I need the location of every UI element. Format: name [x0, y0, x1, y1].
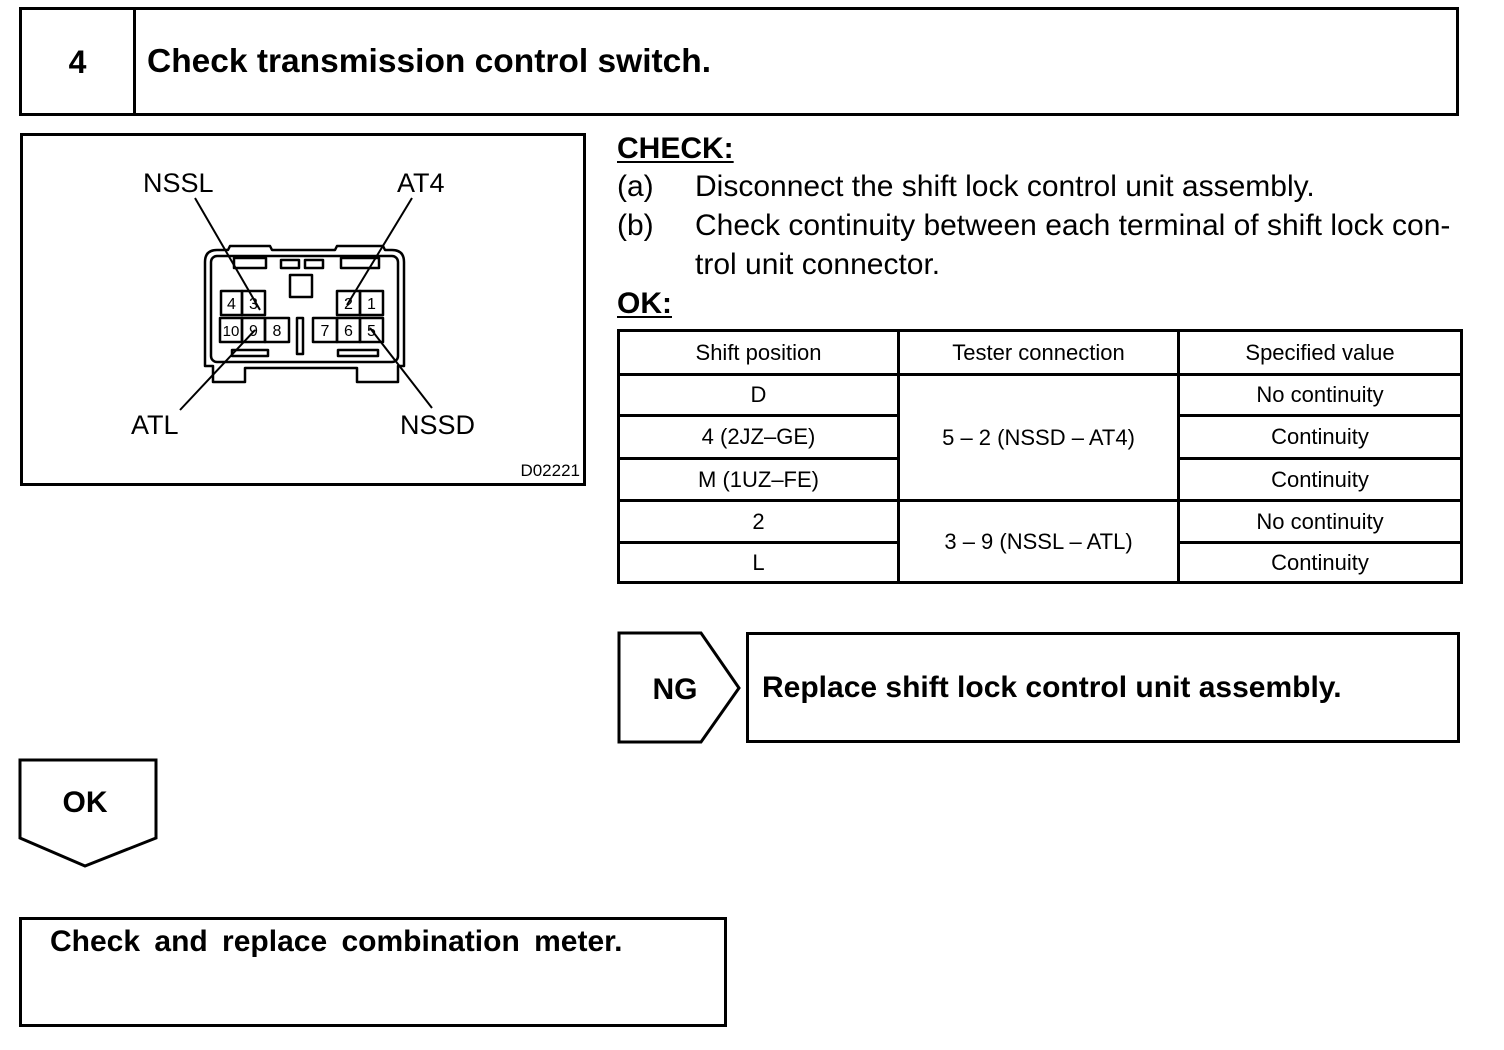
specified-value-cell: Continuity [1177, 541, 1463, 584]
step-marker-b: (b) [617, 209, 654, 242]
step-title-cell: Check transmission control switch. [136, 10, 1456, 113]
pin-number: 7 [321, 323, 330, 340]
ok-label: OK [63, 786, 108, 819]
ok-arrow-shape [18, 758, 158, 868]
table-row: 4 (2JZ–GE) Continuity [617, 414, 1463, 460]
pin-number: 1 [367, 296, 376, 313]
nssl-leader-line [194, 197, 261, 311]
atl-label: ATL [131, 410, 179, 440]
specified-value-cell: Continuity [1177, 457, 1463, 502]
shift-position-cell: 4 (2JZ–GE) [617, 414, 900, 460]
table-row: L Continuity [617, 541, 1463, 584]
step-text-b-line2: trol unit connector. [695, 248, 941, 281]
pin-number: 2 [344, 296, 353, 313]
pin-cell-5 [358, 316, 385, 344]
connector-diagram-box: 4 3 2 1 10 9 8 7 6 5 NSSL AT4 ATL NSSD D… [20, 133, 586, 486]
step-marker-a: (a) [617, 170, 654, 203]
ng-action-text: Replace shift lock control unit assembly… [762, 670, 1342, 704]
check-heading: CHECK: [617, 132, 734, 165]
atl-leader-line [179, 329, 256, 411]
connector-diagram: 4 3 2 1 10 9 8 7 6 5 NSSL AT4 ATL NSSD D… [131, 168, 580, 480]
nssl-label: NSSL [143, 168, 214, 198]
pin-number: 6 [344, 323, 353, 340]
table-row: D 5 – 2 (NSSD – AT4) No continuity [617, 373, 1463, 502]
pin-cell-8 [263, 316, 291, 344]
pin-number: 10 [223, 323, 240, 340]
pin-number: 4 [227, 296, 236, 313]
left-bottom-rib [230, 348, 270, 358]
shift-position-cell: D [617, 373, 900, 417]
step-text-b-line1: Check continuity between each terminal o… [695, 209, 1451, 242]
ng-arrow: NG [617, 631, 741, 744]
ok-heading: OK: [617, 287, 672, 320]
pin-number: 5 [367, 323, 376, 340]
ok-action-box: Check and replace combination meter. [19, 917, 727, 1027]
step-header: 4 Check transmission control switch. [19, 7, 1459, 116]
ok-action-text: Check and replace combination meter. [50, 925, 623, 958]
at4-leader-line [346, 197, 413, 306]
pin-number: 9 [249, 323, 258, 340]
table-row: M (1UZ–FE) Continuity [617, 457, 1463, 502]
pin-cell-3 [240, 289, 267, 317]
step-number: 4 [68, 43, 87, 80]
shift-position-cell: M (1UZ–FE) [617, 457, 900, 502]
pin-number: 3 [249, 296, 258, 313]
connector-inner-housing [209, 254, 400, 364]
tester-connection-cell: 5 – 2 (NSSD – AT4) [897, 373, 1180, 502]
header-specified-value: Specified value [1177, 329, 1463, 376]
center-notch-right [303, 258, 325, 270]
center-notch-left [279, 258, 301, 270]
pin-number: 8 [273, 323, 282, 340]
header-tester-connection: Tester connection [897, 329, 1180, 376]
right-latch-notch [339, 256, 381, 270]
specified-value-cell: Continuity [1177, 414, 1463, 460]
nssd-leader-line [369, 327, 433, 409]
connector-outer-housing [203, 244, 406, 384]
shift-position-cell: 2 [617, 499, 900, 544]
spec-table: Shift position Tester connection Specifi… [617, 329, 1463, 584]
table-row: 2 3 – 9 (NSSL – ATL) No continuity [617, 499, 1463, 584]
shift-position-cell: L [617, 541, 900, 584]
ok-arrow: OK [18, 758, 158, 868]
figure-code: D02221 [520, 461, 580, 480]
spec-table-header-row: Shift position Tester connection Specifi… [617, 329, 1463, 376]
step-number-cell: 4 [22, 10, 136, 113]
left-latch-notch [232, 256, 268, 270]
header-shift-position: Shift position [617, 329, 900, 376]
step-title: Check transmission control switch. [147, 42, 712, 80]
tester-connection-cell: 3 – 9 (NSSL – ATL) [897, 499, 1180, 584]
ng-action-box: Replace shift lock control unit assembly… [746, 632, 1460, 743]
specified-value-cell: No continuity [1177, 499, 1463, 544]
center-key-square [288, 273, 314, 299]
right-bottom-rib [336, 348, 380, 358]
nssd-label: NSSD [400, 410, 475, 440]
ng-label: NG [653, 673, 698, 706]
ng-arrow-shape [617, 631, 741, 744]
at4-label: AT4 [397, 168, 445, 198]
step-text-a: Disconnect the shift lock control unit a… [695, 170, 1315, 203]
pin-cell-1 [358, 289, 385, 317]
specified-value-cell: No continuity [1177, 373, 1463, 417]
center-slot [295, 316, 305, 356]
